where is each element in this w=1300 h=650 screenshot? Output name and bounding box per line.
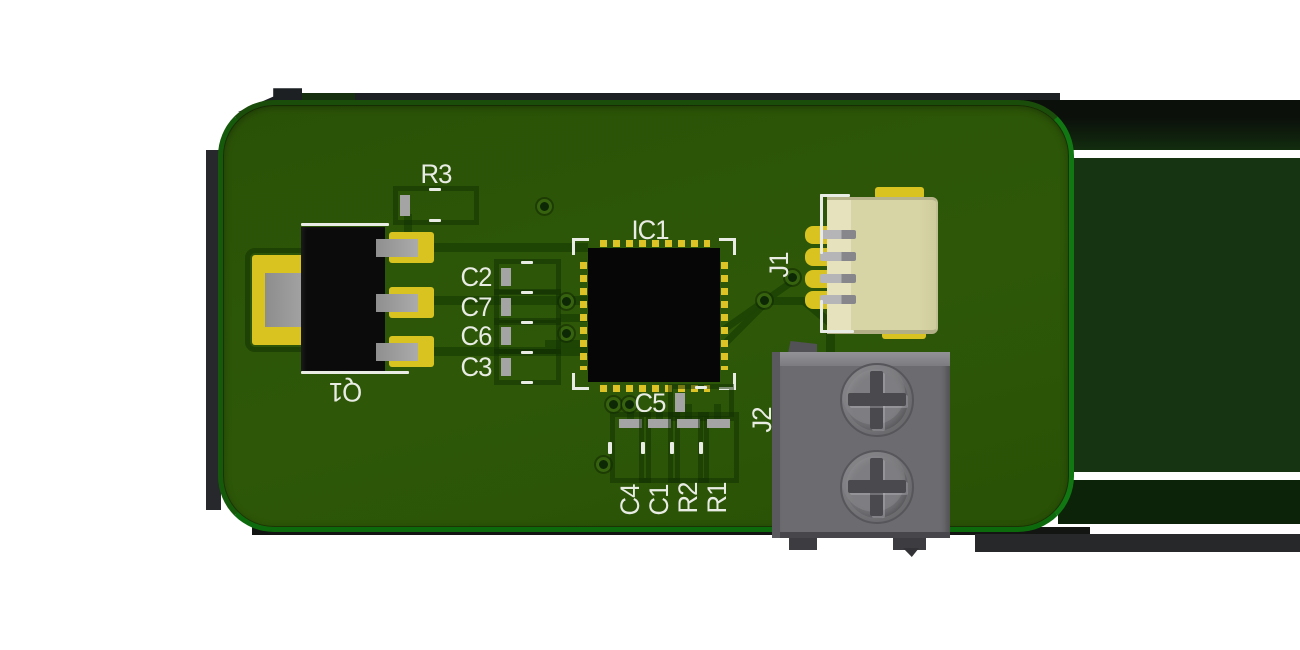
via bbox=[785, 270, 800, 285]
j1-lead bbox=[820, 295, 856, 304]
silkscreen-tick bbox=[521, 261, 533, 264]
j2-terminal-block-body bbox=[772, 352, 950, 538]
ic1-corner-mark bbox=[572, 373, 589, 390]
phillips-screw-icon bbox=[840, 450, 914, 524]
ic1-pad-row bbox=[600, 385, 710, 392]
j1-silkscreen-line bbox=[820, 194, 850, 197]
via bbox=[537, 199, 552, 214]
c3-capacitor bbox=[494, 349, 561, 385]
trace-segment bbox=[714, 404, 721, 422]
trace-segment bbox=[432, 347, 588, 356]
ic1-corner-mark bbox=[719, 238, 736, 255]
c1-capacitor bbox=[639, 412, 680, 483]
r1-designator: R1 bbox=[702, 482, 732, 514]
trace-segment bbox=[685, 404, 692, 422]
r3-silkscreen-tick bbox=[429, 219, 441, 222]
silkscreen-tick bbox=[521, 381, 533, 384]
silkscreen-tick bbox=[670, 442, 674, 454]
c7-designator: C7 bbox=[460, 292, 493, 322]
trace-segment bbox=[432, 243, 588, 252]
j2-bottom-edge bbox=[780, 532, 950, 538]
q1-silkscreen-line bbox=[301, 371, 409, 374]
trace-segment bbox=[545, 340, 590, 348]
silkscreen-tick bbox=[695, 386, 707, 389]
silkscreen-tick bbox=[521, 351, 533, 354]
j2-foot bbox=[903, 548, 919, 557]
trace-segment bbox=[826, 330, 835, 356]
via bbox=[757, 293, 772, 308]
q1-lead bbox=[376, 239, 418, 257]
j1-silkscreen-line bbox=[820, 300, 823, 333]
silkscreen-tick bbox=[521, 321, 533, 324]
q1-lead bbox=[376, 343, 418, 361]
q1-lead bbox=[376, 294, 418, 312]
c4-capacitor bbox=[610, 412, 651, 483]
c5-capacitor bbox=[668, 384, 734, 421]
c6-capacitor bbox=[494, 318, 561, 354]
silkscreen-tick bbox=[699, 442, 703, 454]
reflection-band-gray bbox=[975, 534, 1300, 552]
silkscreen-tick bbox=[521, 291, 533, 294]
silkscreen-tick bbox=[608, 442, 612, 454]
j1-connector-body bbox=[827, 197, 938, 334]
board-top-shadow bbox=[295, 93, 1060, 104]
c2-designator: C2 bbox=[460, 262, 493, 292]
j1-lead bbox=[820, 274, 856, 283]
j1-silkscreen-line bbox=[820, 330, 854, 333]
j2-designator: J2 bbox=[747, 407, 777, 433]
q1-metal-tab bbox=[265, 273, 304, 327]
q1-body bbox=[301, 227, 385, 373]
j1-lead bbox=[820, 230, 856, 239]
c4-designator: C4 bbox=[615, 484, 645, 516]
via bbox=[596, 457, 611, 472]
via bbox=[622, 397, 637, 412]
q1-designator: Q1 bbox=[329, 377, 363, 407]
phillips-screw-icon bbox=[840, 363, 914, 437]
r3-resistor bbox=[393, 186, 479, 225]
via bbox=[559, 294, 574, 309]
c5-designator: C5 bbox=[634, 388, 667, 418]
c7-capacitor bbox=[494, 289, 561, 325]
ic1-body bbox=[588, 248, 720, 382]
ic1-corner-mark bbox=[719, 373, 736, 390]
trace-segment bbox=[656, 404, 663, 422]
j1-mount-tab bbox=[875, 187, 924, 199]
board-left-shadow bbox=[206, 150, 221, 510]
c6-designator: C6 bbox=[460, 321, 493, 351]
via bbox=[559, 326, 574, 341]
via bbox=[606, 397, 621, 412]
j1-designator: J1 bbox=[764, 252, 794, 278]
ic1-pad-column bbox=[721, 262, 728, 370]
q1-silkscreen-line bbox=[301, 223, 389, 226]
j1-lead bbox=[820, 252, 856, 261]
c1-designator: C1 bbox=[644, 484, 674, 516]
reflection-band-low bbox=[1058, 480, 1300, 524]
j1-silkscreen-line bbox=[820, 194, 823, 254]
ic1-designator: IC1 bbox=[631, 215, 669, 245]
silkscreen-tick bbox=[641, 442, 645, 454]
reflection-band-main bbox=[1058, 158, 1300, 472]
c3-designator: C3 bbox=[460, 352, 493, 382]
ic1-pad-row bbox=[600, 240, 710, 247]
j2-top-face bbox=[780, 352, 950, 366]
trace-segment bbox=[762, 297, 810, 305]
r2-designator: R2 bbox=[673, 482, 703, 514]
j2-foot bbox=[789, 536, 817, 550]
r1-resistor bbox=[698, 412, 739, 483]
trace-segment bbox=[560, 314, 590, 322]
ic1-corner-mark bbox=[572, 238, 589, 255]
ic1-pad-column bbox=[580, 262, 587, 370]
trace-segment bbox=[627, 404, 634, 422]
r3-silkscreen-tick bbox=[429, 188, 441, 191]
trace-segment bbox=[404, 214, 412, 236]
r2-resistor bbox=[668, 412, 709, 483]
r3-designator: R3 bbox=[420, 159, 453, 189]
c2-capacitor bbox=[494, 259, 561, 295]
